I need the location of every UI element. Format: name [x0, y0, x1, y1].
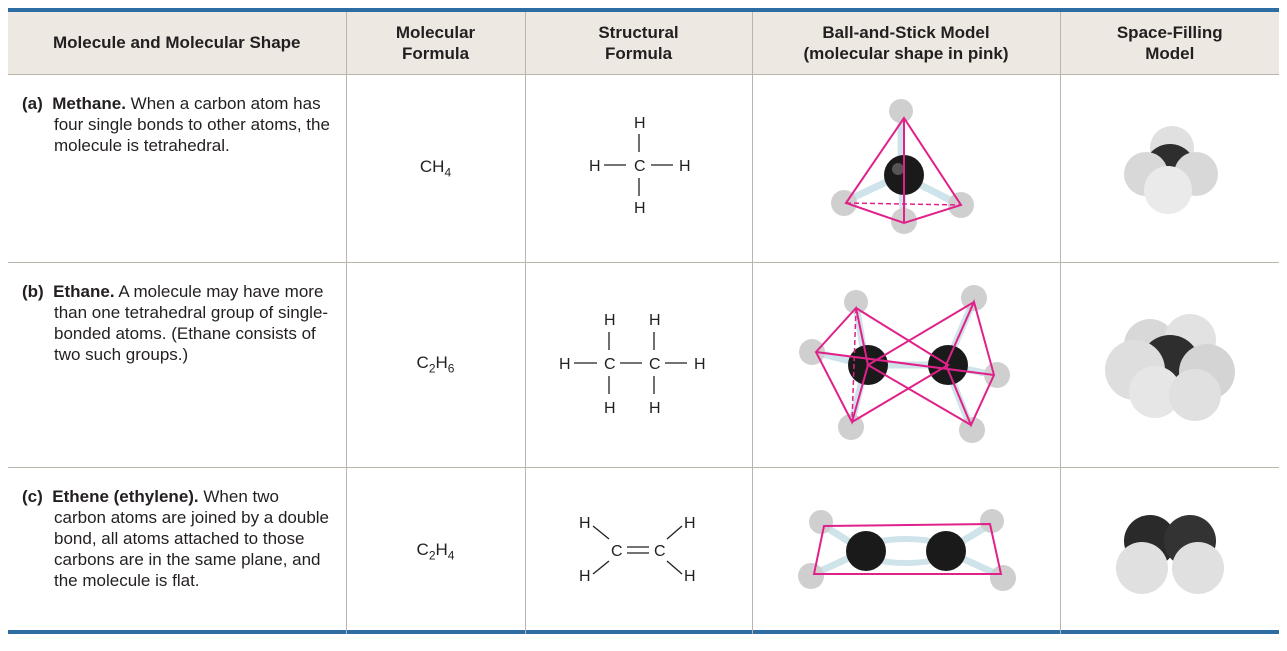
svg-text:H: H: [684, 568, 696, 585]
svg-text:C: C: [649, 356, 661, 373]
ethane-structural-formula: H H H H H H C C: [525, 262, 753, 468]
header-shape: Molecule and Molecular Shape: [8, 12, 347, 75]
ethane-space-filling: [1060, 262, 1279, 468]
svg-text:C: C: [611, 543, 623, 560]
ethene-structural-formula: H H H H C C: [525, 467, 753, 634]
svg-text:H: H: [579, 515, 591, 532]
ethene-ball-and-stick: [752, 467, 1061, 634]
methane-ball-and-stick: [752, 74, 1061, 263]
svg-text:H: H: [679, 158, 691, 175]
ethane-molecular-formula: C2H6: [346, 262, 526, 468]
svg-text:H: H: [589, 158, 601, 175]
svg-text:C: C: [604, 356, 616, 373]
svg-text:H: H: [604, 312, 616, 329]
svg-text:C: C: [654, 543, 666, 560]
table-row: (b) Ethane. A molecule may have more tha…: [8, 262, 1279, 468]
ethane-ball-and-stick: [752, 262, 1061, 468]
methane-space-filling: [1060, 74, 1279, 263]
table-row: (a) Methane. When a carbon atom has four…: [8, 74, 1279, 263]
methane-molecular-formula: CH4: [346, 74, 526, 263]
svg-text:H: H: [694, 356, 706, 373]
svg-text:H: H: [649, 400, 661, 417]
svg-text:C: C: [634, 158, 646, 175]
ethane-description-cell: (b) Ethane. A molecule may have more tha…: [8, 262, 347, 468]
table-row: (c) Ethene (ethylene). When two carbon a…: [8, 467, 1279, 634]
ethene-description-cell: (c) Ethene (ethylene). When two carbon a…: [8, 467, 347, 634]
svg-text:H: H: [649, 312, 661, 329]
svg-text:H: H: [604, 400, 616, 417]
svg-text:H: H: [684, 515, 696, 532]
ethene-space-filling: [1060, 467, 1279, 634]
svg-text:H: H: [634, 200, 646, 217]
svg-text:H: H: [634, 115, 646, 132]
header-ball-and-stick: Ball-and-Stick Model(molecular shape in …: [752, 12, 1061, 75]
methane-structural-formula: H H H H C: [525, 74, 753, 263]
methane-description-cell: (a) Methane. When a carbon atom has four…: [8, 74, 347, 263]
ethene-molecular-formula: C2H4: [346, 467, 526, 634]
svg-text:H: H: [559, 356, 571, 373]
svg-text:H: H: [579, 568, 591, 585]
